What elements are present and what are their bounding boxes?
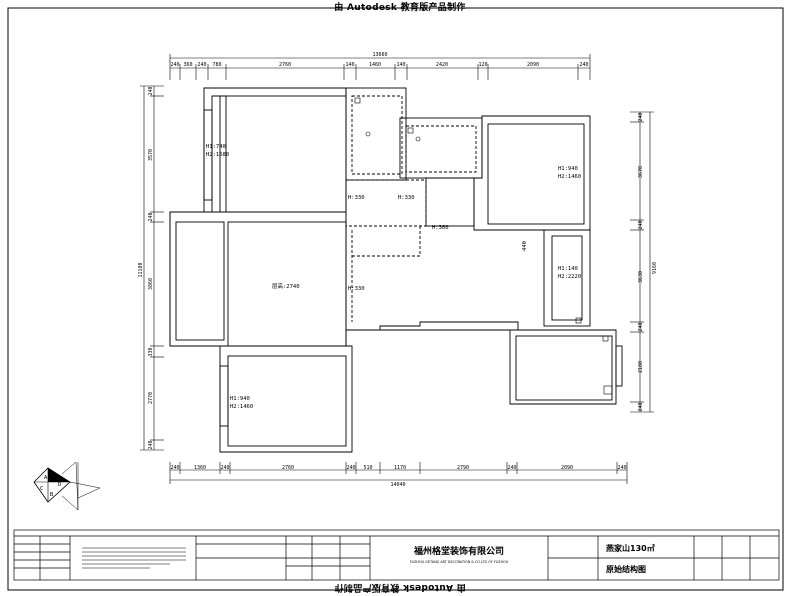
bottom-dim-1: 240 (170, 465, 179, 471)
room-bottom-left-h1: H1:940 (230, 396, 250, 402)
room-top-left-h1: H1:740 (206, 144, 226, 150)
left-dimension-chain (140, 85, 164, 451)
bottom-dim-9: 240 (507, 465, 516, 471)
right-dim-4: 3630 (638, 271, 644, 283)
compass-letter-a: A (44, 475, 48, 481)
right-dim-7: 240 (638, 402, 644, 411)
top-dim-4: 780 (212, 62, 221, 68)
left-dim-6: 2770 (148, 392, 154, 404)
room-right-mid-h2: H2:2220 (558, 274, 581, 280)
compass-letter-b: B (50, 492, 54, 498)
bottom-dimension-chain (169, 462, 628, 484)
bottom-dim-2: 1360 (194, 465, 206, 471)
room-h330-a: H:330 (348, 195, 365, 201)
title-block (13, 529, 780, 581)
left-dim-3: 240 (148, 212, 154, 221)
right-dim-2: 3670 (638, 166, 644, 178)
top-dim-1: 240 (170, 62, 179, 68)
top-dim-10: 120 (478, 62, 487, 68)
room-h330-b: H:330 (398, 195, 415, 201)
plot-stamp-bottom: 由 Autodesk 教育版产品制作 (334, 582, 466, 592)
company-name: 福州格堂装饰有限公司 (413, 545, 504, 557)
top-dim-2: 360 (183, 62, 192, 68)
top-dim-7: 1460 (369, 62, 381, 68)
bottom-dim-10: 2090 (561, 465, 573, 471)
top-total-dim: 13660 (372, 52, 387, 58)
left-segment-labels: 240 3570 240 3860 330 2770 240 (148, 86, 154, 449)
right-dimension-chain (630, 111, 654, 413)
room-top-right-h2: H2:1460 (558, 174, 581, 180)
left-dim-7: 240 (148, 440, 154, 449)
top-dim-5: 2760 (279, 62, 291, 68)
left-total-dim: 11180 (138, 262, 144, 277)
bottom-total-dim: 14040 (390, 482, 405, 488)
top-dim-6: 140 (345, 62, 354, 68)
top-segment-labels: 240 360 240 780 2760 140 1460 140 2420 1… (170, 62, 588, 68)
room-top-left-h2: H2:1680 (206, 152, 229, 158)
drawing-name: 原始结构图 (606, 564, 646, 574)
compass-letter-c: C (40, 486, 43, 492)
title-block-notes (82, 547, 186, 569)
project-name: 燕家山130㎡ (606, 543, 655, 553)
bottom-dim-3: 240 (220, 465, 229, 471)
compass-letter-d: D (58, 482, 61, 488)
company-name-en: FUZHOU GETANG ART DECORATION & CO.LTD OF… (410, 560, 509, 564)
bottom-dim-6: 510 (363, 465, 372, 471)
top-dim-9: 2420 (436, 62, 448, 68)
room-h330-c: H:330 (348, 286, 365, 292)
sheet-border (7, 7, 784, 591)
top-dim-3: 240 (197, 62, 206, 68)
right-segment-labels: 240 3670 240 3630 240 2180 240 (638, 112, 644, 411)
bottom-dim-8: 2790 (457, 465, 469, 471)
room-bottom-left-h2: H2:1460 (230, 404, 253, 410)
bottom-dim-11: 240 (617, 465, 626, 471)
right-dim-1: 240 (638, 112, 644, 121)
floor-plan-walls (169, 87, 623, 453)
room-h360: H:360 (432, 225, 449, 231)
room-440: 440 (522, 241, 528, 251)
bottom-dim-7: 1170 (394, 465, 406, 471)
left-dim-4: 3860 (148, 278, 154, 290)
plumbing-symbols (354, 97, 613, 395)
bottom-segment-labels: 240 1360 240 2760 240 510 1170 2790 240 … (170, 465, 626, 471)
room-top-right-h1: H1:940 (558, 166, 578, 172)
top-dim-11: 2090 (527, 62, 539, 68)
top-dim-8: 140 (396, 62, 405, 68)
left-dim-5: 330 (148, 347, 154, 356)
top-dim-12: 240 (579, 62, 588, 68)
top-dimension-chain (169, 54, 591, 80)
room-right-mid-h1: H1:140 (558, 266, 578, 272)
room-labels: H1:740 H2:1680 H1:940 H2:1460 H1:940 H2:… (206, 144, 581, 410)
left-dim-2: 3570 (148, 149, 154, 161)
right-dim-6: 2180 (638, 361, 644, 373)
left-dim-1: 240 (148, 86, 154, 95)
room-living-height: 层高:2740 (272, 282, 300, 290)
bottom-dim-4: 2760 (282, 465, 294, 471)
right-dim-3: 240 (638, 220, 644, 229)
compass-symbol: A D C B (33, 461, 101, 511)
bottom-dim-5: 240 (346, 465, 355, 471)
right-dim-5: 240 (638, 322, 644, 331)
right-total-dim: 9160 (652, 262, 658, 274)
